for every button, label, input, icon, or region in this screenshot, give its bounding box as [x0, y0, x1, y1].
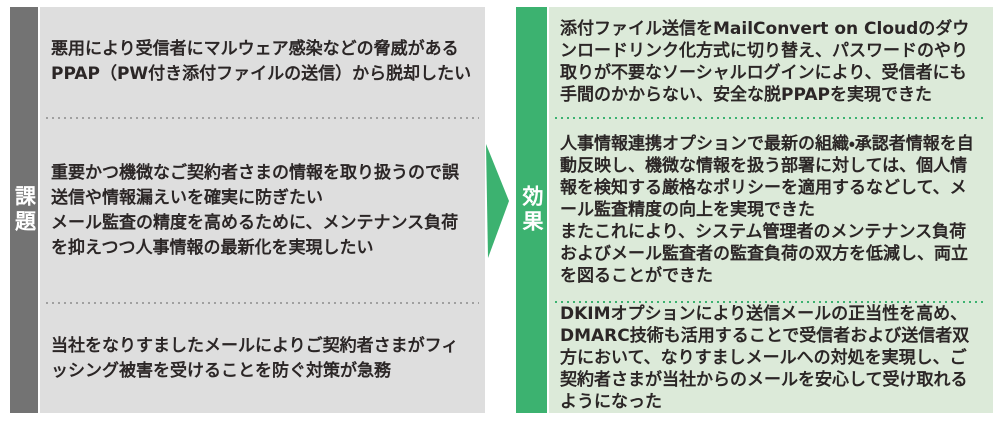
dotted-divider — [555, 116, 987, 119]
issue-item: 当社をなりすましたメールによりご契約者さまがフィッシング被害を受けることを防ぐ対… — [40, 304, 485, 413]
issues-label-bar: 課題 — [10, 7, 38, 413]
issues-content: 悪用により受信者にマルウェア感染などの脅威があるPPAP（PW付き添付ファイルの… — [40, 7, 485, 413]
issue-text-3: 当社をなりすましたメールによりご契約者さまがフィッシング被害を受けることを防ぐ対… — [51, 335, 459, 381]
dotted-divider — [46, 302, 479, 304]
right-arrow-icon — [486, 144, 509, 258]
issue-item: 重要かつ機微なご契約者さまの情報を取り扱うので誤送信や情報漏えいを確実に防ぎたい… — [40, 119, 485, 302]
effect-item: 添付ファイル送信をMailConvert on Cloudのダウンロードリンク化… — [549, 7, 993, 117]
issues-label: 課題 — [12, 185, 37, 235]
issue-item: 悪用により受信者にマルウェア感染などの脅威があるPPAP（PW付き添付ファイルの… — [40, 7, 485, 117]
effects-content: 添付ファイル送信をMailConvert on Cloudのダウンロードリンク化… — [549, 7, 993, 413]
dotted-divider — [46, 117, 479, 119]
effect-item: DKIMオプションにより送信メールの正当性を高め、DMARC技術も活用することで… — [549, 303, 993, 413]
effect-text-3: DKIMオプションにより送信メールの正当性を高め、DMARC技術も活用することで… — [560, 304, 970, 412]
issue-text-1: 悪用により受信者にマルウェア感染などの脅威があるPPAP（PW付き添付ファイルの… — [51, 39, 472, 84]
effects-label-bar: 効果 — [516, 7, 547, 413]
effects-panel: 効果 添付ファイル送信をMailConvert on Cloudのダウンロードリ… — [516, 7, 993, 413]
issues-panel: 課題 悪用により受信者にマルウェア感染などの脅威があるPPAP（PW付き添付ファ… — [10, 7, 485, 413]
effects-label: 効果 — [520, 185, 544, 235]
effect-text-1: 添付ファイル送信をMailConvert on Cloudのダウンロードリンク化… — [560, 18, 970, 105]
dotted-divider — [555, 301, 987, 303]
issue-text-2: 重要かつ機微なご契約者さまの情報を取り扱うので誤送信や情報漏えいを確実に防ぎたい… — [51, 162, 459, 258]
effect-item: 人事情報連携オプションで最新の組織・承認者情報を自動反映し、機微な情報を扱う部署… — [549, 119, 993, 301]
effect-text-2: 人事情報連携オプションで最新の組織・承認者情報を自動反映し、機微な情報を扱う部署… — [560, 133, 974, 286]
